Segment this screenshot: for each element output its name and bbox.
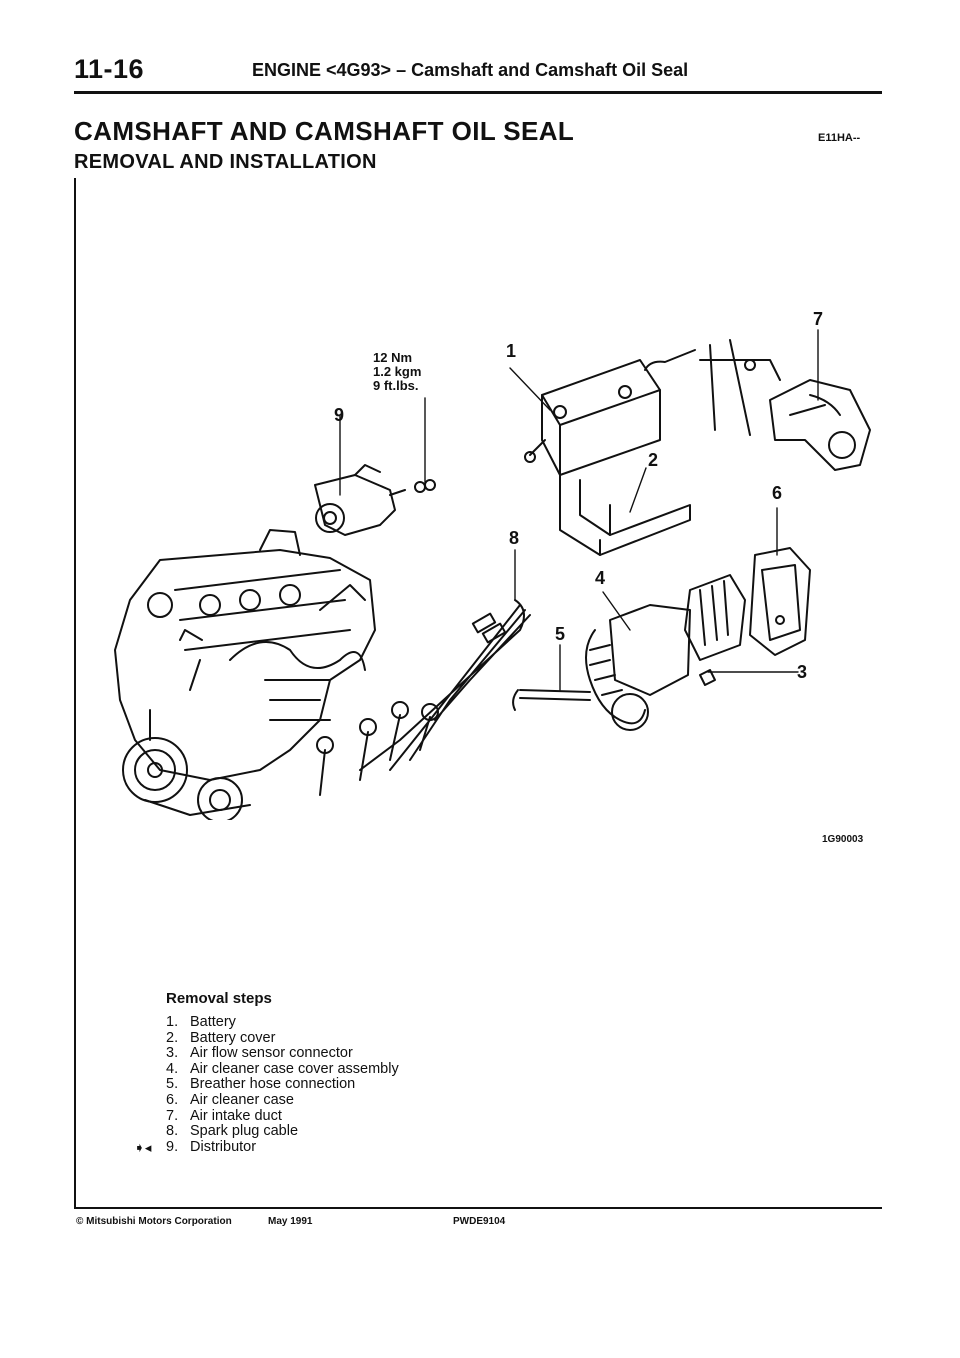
footer-rule (74, 1207, 882, 1209)
callout-8: 8 (509, 528, 520, 548)
callout-6: 6 (772, 483, 783, 503)
distributor-drawing (314, 464, 436, 536)
step-number: 6. (166, 1091, 179, 1108)
step-number: 9. (166, 1138, 179, 1155)
footer-copyright: © Mitsubishi Motors Corporation (76, 1216, 232, 1227)
section-subtitle: REMOVAL AND INSTALLATION (74, 151, 377, 173)
list-item: 6. Air cleaner case (166, 1091, 399, 1109)
list-item: 7. Air intake duct (166, 1107, 399, 1125)
callout-1: 1 (506, 341, 517, 361)
battery-drawing (524, 359, 661, 476)
step-text: Air cleaner case (190, 1091, 294, 1108)
battery-holddown-drawing (644, 339, 781, 436)
step-text: Distributor (190, 1138, 257, 1155)
service-point-marker-icon: ➧◂ (134, 1139, 152, 1155)
step-text: Battery (190, 1014, 236, 1030)
running-head: ENGINE <4G93> – Camshaft and Camshaft Oi… (252, 60, 689, 80)
callout-leaders (339, 329, 819, 691)
step-number: 8. (166, 1123, 179, 1140)
air-cleaner-case-drawing (749, 547, 811, 656)
list-item: 2. Battery cover (166, 1029, 399, 1047)
step-text: Air intake duct (190, 1107, 282, 1124)
list-item: 3. Air flow sensor connector (166, 1045, 399, 1062)
document-code: E11HA-- (818, 132, 861, 144)
air-intake-duct-drawing (769, 379, 871, 471)
page-title: CAMSHAFT AND CAMSHAFT OIL SEAL (74, 116, 575, 146)
step-text: Spark plug cable (190, 1123, 299, 1140)
header-rule (74, 91, 882, 94)
callout-3: 3 (797, 662, 808, 682)
step-number: 7. (166, 1107, 179, 1124)
list-item: 1. Battery (166, 1014, 399, 1031)
air-cleaner-element-drawing (684, 574, 746, 661)
torque-kgm: 1.2 kgm (373, 364, 422, 379)
page-number: 11-16 (74, 54, 145, 84)
list-item: 8. Spark plug cable (166, 1123, 399, 1140)
list-item: ➧◂ 9. Distributor (134, 1138, 399, 1156)
footer-date: May 1991 (268, 1216, 313, 1227)
step-number: 3. (166, 1045, 179, 1062)
figure-code: 1G90003 (822, 834, 864, 845)
callout-2: 2 (648, 450, 659, 470)
removal-steps-title: Removal steps (166, 990, 272, 1007)
step-text: Air cleaner case cover assembly (190, 1060, 399, 1077)
exploded-view-illustration (114, 329, 871, 820)
callout-7: 7 (813, 309, 824, 329)
left-margin-rule (74, 178, 76, 1208)
air-cleaner-cover-drawing (585, 604, 716, 731)
torque-spec: 12 Nm 1.2 kgm 9 ft.lbs. (373, 351, 421, 393)
step-text: Breather hose connection (190, 1076, 356, 1093)
breather-hose-drawing (512, 689, 591, 711)
battery-cover-drawing (559, 474, 691, 556)
step-number: 4. (166, 1060, 179, 1077)
torque-nm: 12 Nm (373, 350, 413, 365)
step-number: 2. (166, 1029, 179, 1046)
list-item: 4. Air cleaner case cover assembly (166, 1060, 399, 1078)
step-number: 1. (166, 1014, 179, 1030)
torque-ftlbs: 9 ft.lbs. (373, 378, 419, 393)
callout-5: 5 (555, 624, 566, 644)
step-text: Air flow sensor connector (190, 1045, 353, 1062)
step-text: Battery cover (190, 1029, 276, 1046)
engine-drawing (114, 529, 376, 820)
spark-plug-cables-drawing (316, 599, 531, 796)
step-number: 5. (166, 1076, 179, 1093)
list-item: 5. Breather hose connection (166, 1077, 399, 1093)
removal-steps: Removal steps 1.Battery 2.Battery cover … (134, 990, 399, 1156)
callout-4: 4 (595, 568, 606, 588)
callout-9: 9 (334, 405, 345, 425)
footer-publication-code: PWDE9104 (453, 1216, 506, 1227)
